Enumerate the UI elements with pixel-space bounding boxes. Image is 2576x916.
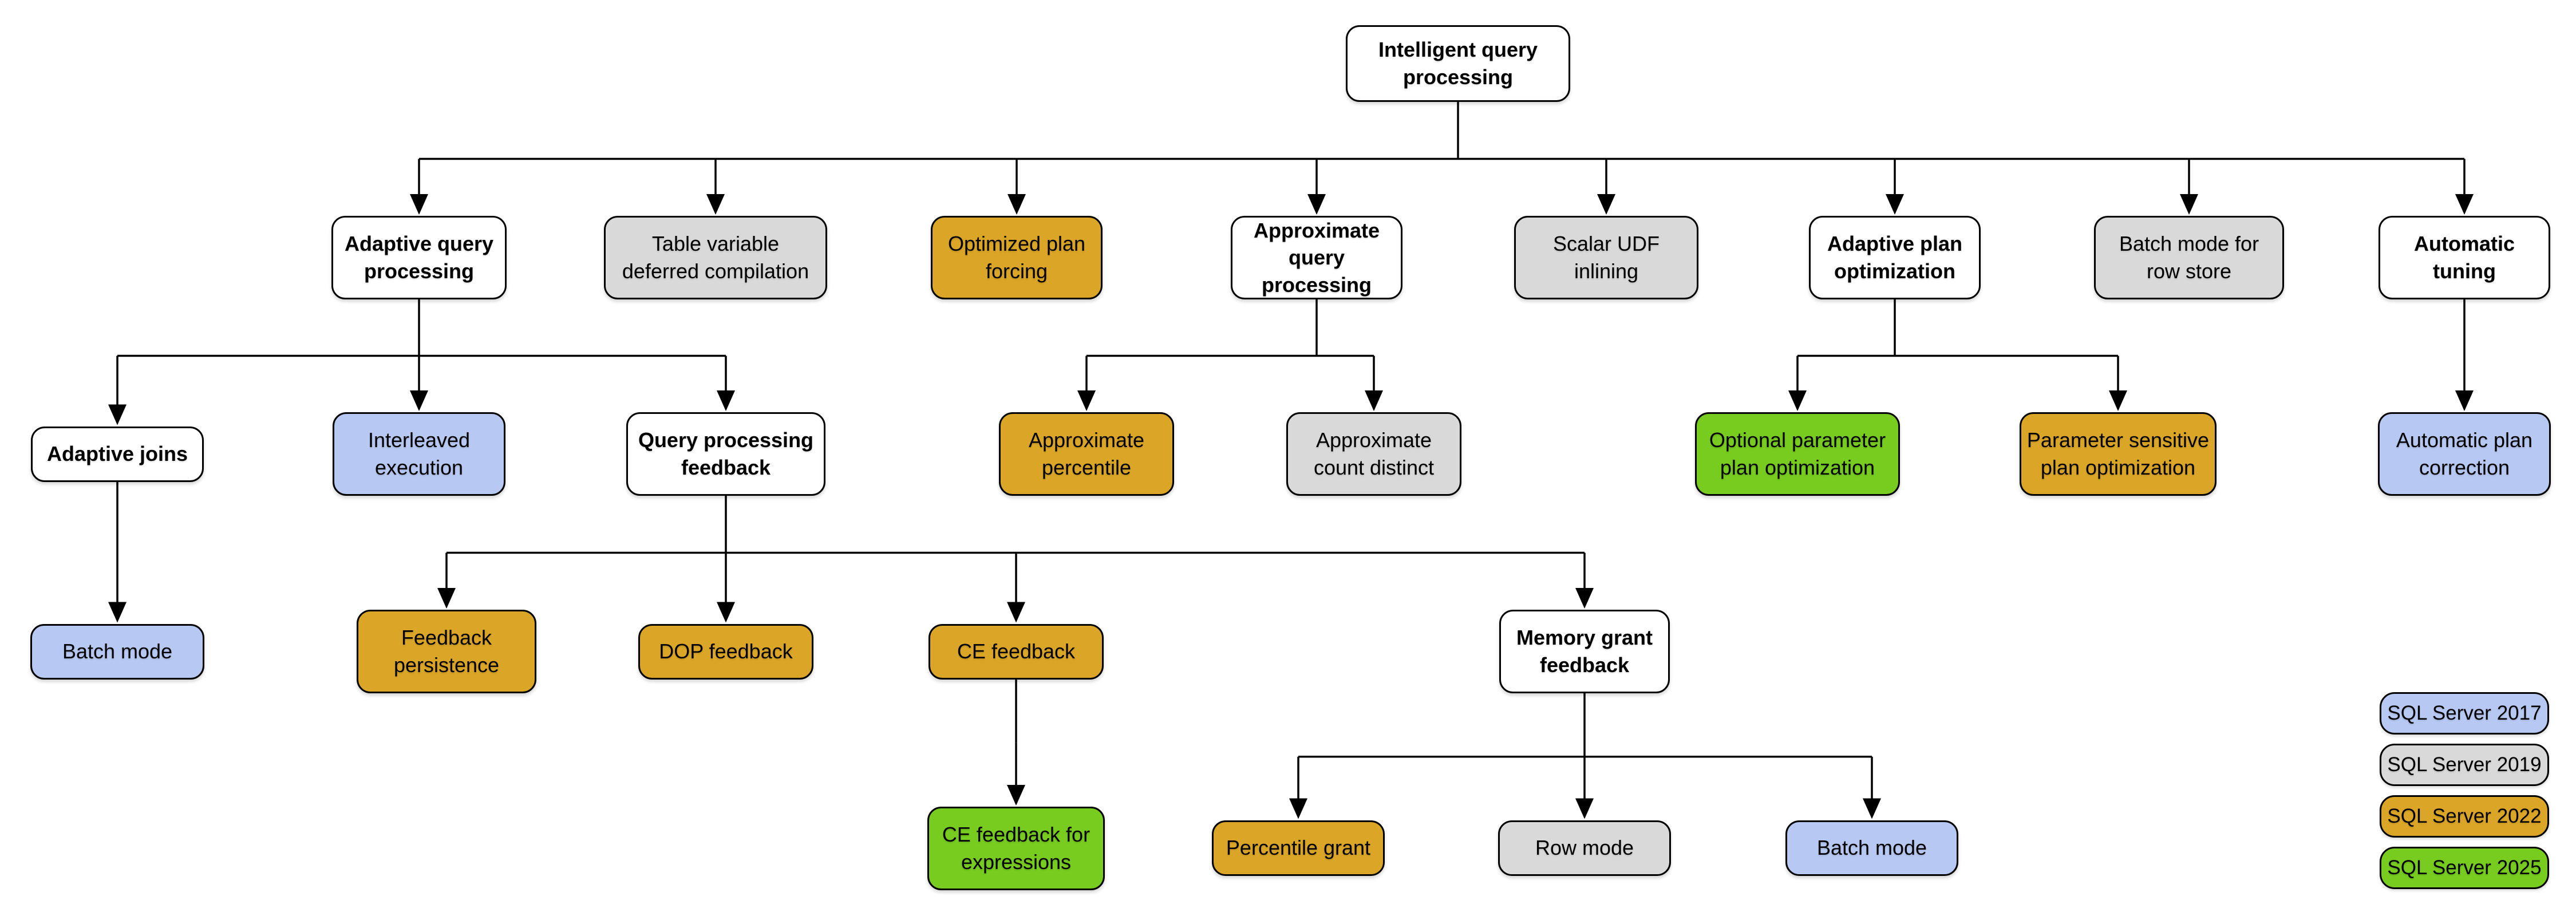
node-adaptive-plan-optimization: Adaptive plan optimization	[1809, 216, 1981, 299]
node-label: Batch mode for row store	[2119, 232, 2259, 283]
node-label: Adaptive plan optimization	[1827, 232, 1963, 283]
node-interleaved-execution: Interleaved execution	[333, 412, 505, 496]
node-adaptive-query-processing: Adaptive query processing	[331, 216, 507, 299]
arrowhead-icon	[1365, 390, 1383, 411]
legend-item-2017: SQL Server 2017	[2380, 692, 2549, 735]
arrowhead-icon	[1007, 785, 1025, 806]
arrowhead-icon	[1575, 798, 1594, 819]
node-automatic-plan-correction: Automatic plan correction	[2378, 412, 2551, 496]
node-label: Approximate percentile	[1028, 428, 1145, 479]
node-parameter-sensitive-plan-optimization: Parameter sensitive plan optimization	[2020, 412, 2217, 496]
arrowhead-icon	[1575, 588, 1594, 609]
node-label: Approximate query processing	[1253, 218, 1380, 297]
node-optional-parameter-plan-optimization: Optional parameter plan optimization	[1695, 412, 1900, 496]
node-label: Interleaved execution	[368, 428, 471, 479]
arrowhead-icon	[1863, 798, 1881, 819]
legend-item-2025: SQL Server 2025	[2380, 847, 2549, 889]
node-ce-feedback-for-expressions: CE feedback for expressions	[927, 807, 1105, 890]
node-label: Adaptive joins	[46, 442, 188, 466]
node-ce-feedback: CE feedback	[929, 623, 1104, 680]
node-label: Scalar UDF inlining	[1552, 232, 1660, 283]
arrowhead-icon	[1788, 390, 1807, 411]
arrowhead-icon	[1289, 798, 1307, 819]
node-batch-mode-adaptive-joins: Batch mode	[30, 623, 204, 680]
arrowhead-icon	[437, 588, 456, 609]
node-scalar-udf-inlining: Scalar UDF inlining	[1514, 216, 1698, 299]
node-approximate-percentile: Approximate percentile	[999, 412, 1174, 496]
legend-item-label: SQL Server 2019	[2387, 753, 2542, 776]
node-label: Adaptive query processing	[344, 232, 494, 283]
node-label: CE feedback for expressions	[942, 823, 1091, 874]
node-label: DOP feedback	[659, 639, 793, 664]
node-approximate-query-processing: Approximate query processing	[1231, 216, 1402, 299]
node-adaptive-joins: Adaptive joins	[31, 426, 204, 482]
node-automatic-tuning: Automatic tuning	[2379, 216, 2550, 299]
node-label: CE feedback	[957, 639, 1076, 664]
node-memory-grant-feedback: Memory grant feedback	[1499, 610, 1670, 693]
arrowhead-icon	[1307, 194, 1326, 215]
node-label: Automatic plan correction	[2396, 428, 2533, 479]
node-label: Automatic tuning	[2413, 232, 2515, 283]
arrowhead-icon	[2180, 194, 2198, 215]
arrowhead-icon	[1886, 194, 1904, 215]
arrowhead-icon	[706, 194, 725, 215]
arrowhead-icon	[2455, 390, 2474, 411]
legend-item-2019: SQL Server 2019	[2380, 744, 2549, 786]
node-label: Optional parameter plan optimization	[1709, 428, 1886, 479]
node-label: Percentile grant	[1226, 836, 1371, 860]
legend-item-label: SQL Server 2017	[2387, 702, 2542, 724]
arrowhead-icon	[717, 602, 735, 623]
node-row-mode: Row mode	[1498, 820, 1671, 876]
node-approximate-count-distinct: Approximate count distinct	[1286, 412, 1461, 496]
arrowhead-icon	[410, 194, 428, 215]
arrowhead-icon	[2455, 194, 2474, 215]
node-table-variable-deferred-compilation: Table variable deferred compilation	[604, 216, 827, 299]
arrowhead-icon	[108, 404, 127, 425]
node-intelligent-query-processing: Intelligent query processing	[1346, 25, 1570, 102]
arrowhead-icon	[717, 390, 735, 411]
node-label: Parameter sensitive plan optimization	[2026, 428, 2210, 479]
arrowhead-icon	[1077, 390, 1096, 411]
legend-item-2022: SQL Server 2022	[2380, 795, 2549, 838]
node-percentile-grant: Percentile grant	[1212, 820, 1385, 876]
node-label: Feedback persistence	[393, 626, 500, 677]
legend-item-label: SQL Server 2022	[2387, 805, 2542, 827]
arrowhead-icon	[410, 390, 428, 411]
node-optimized-plan-forcing: Optimized plan forcing	[931, 216, 1103, 299]
node-label: Row mode	[1535, 836, 1634, 860]
node-label: Query processing feedback	[638, 428, 814, 479]
arrowhead-icon	[1008, 194, 1026, 215]
node-label: Approximate count distinct	[1313, 428, 1435, 479]
arrowhead-icon	[108, 602, 127, 623]
node-label: Intelligent query processing	[1378, 38, 1538, 89]
node-batch-mode-memory-grant: Batch mode	[1785, 820, 1958, 876]
node-batch-mode-for-row-store: Batch mode for row store	[2094, 216, 2284, 299]
node-label: Table variable deferred compilation	[622, 232, 809, 283]
node-label: Memory grant feedback	[1516, 626, 1653, 677]
node-label: Optimized plan forcing	[947, 232, 1086, 283]
node-feedback-persistence: Feedback persistence	[357, 610, 536, 693]
arrowhead-icon	[1007, 602, 1025, 623]
node-query-processing-feedback: Query processing feedback	[626, 412, 825, 496]
arrowhead-icon	[1597, 194, 1615, 215]
arrowhead-icon	[2109, 390, 2127, 411]
node-label: Batch mode	[1816, 836, 1927, 860]
node-dop-feedback: DOP feedback	[638, 623, 813, 680]
node-label: Batch mode	[62, 639, 173, 664]
legend-item-label: SQL Server 2025	[2387, 856, 2542, 879]
